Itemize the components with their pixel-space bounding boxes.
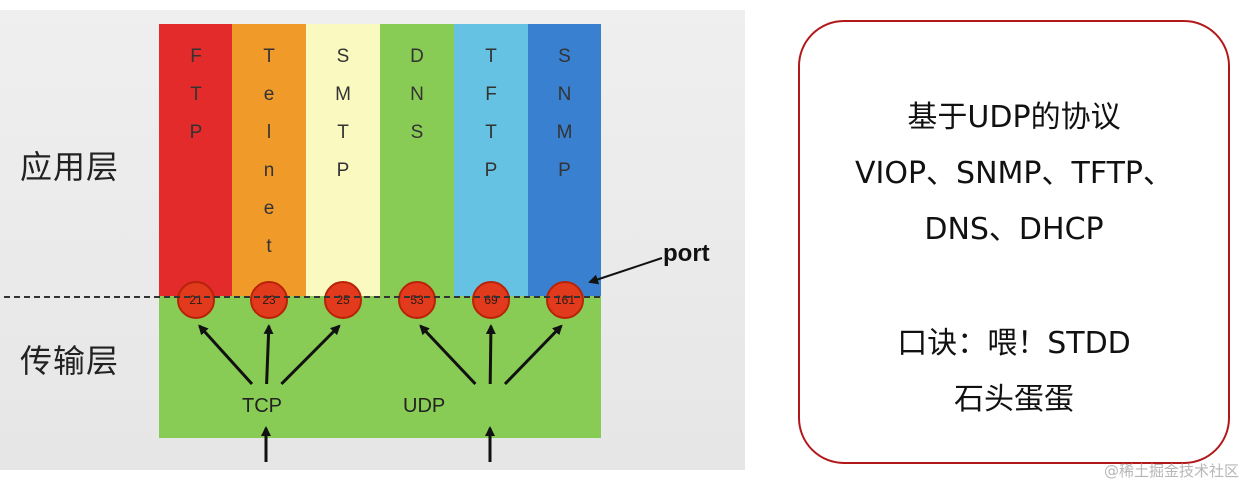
port-label: port xyxy=(663,240,710,267)
protocol-letter: T xyxy=(263,46,275,67)
info-line-1: 基于UDP的协议 xyxy=(907,100,1121,135)
protocol-letter: T xyxy=(485,122,497,143)
arrows xyxy=(198,257,663,462)
protocol-letter: N xyxy=(410,84,424,105)
protocol-letter: P xyxy=(484,160,498,181)
tcp-arrow xyxy=(280,324,341,386)
port-pointer-arrow xyxy=(588,257,663,285)
protocol-letter: P xyxy=(558,160,571,181)
protocol-letter: T xyxy=(337,122,349,143)
protocol-letter: S xyxy=(558,46,571,67)
port-circle-21: 21 xyxy=(177,281,215,319)
protocol-letter: F xyxy=(190,46,202,67)
protocol-letter: T xyxy=(190,84,202,105)
protocol-letter: M xyxy=(556,122,573,143)
info-line-3: DNS、DHCP xyxy=(924,212,1104,247)
udp-arrow xyxy=(503,324,563,386)
info-line-4: 口诀：喂！STDD xyxy=(897,326,1131,361)
udp-info-box: 基于UDP的协议 VIOP、SNMP、TFTP、 DNS、DHCP 口诀：喂！S… xyxy=(798,20,1230,464)
tcp-label: TCP xyxy=(242,395,282,417)
application-layer-label: 应用层 xyxy=(20,148,120,186)
protocol-letter: P xyxy=(189,122,203,143)
protocol-letter: P xyxy=(336,160,350,181)
protocol-letter: M xyxy=(335,84,351,105)
udp-arrow xyxy=(419,324,477,386)
credit-text: @稀土掘金技术社区 xyxy=(1103,462,1239,480)
tcp-arrow xyxy=(263,324,274,385)
info-line-5: 石头蛋蛋 xyxy=(954,382,1074,417)
protocol-letter: e xyxy=(263,198,275,219)
protocol-letter: D xyxy=(410,46,424,67)
protocol-letter: t xyxy=(266,236,272,257)
tcp-arrow xyxy=(198,324,254,386)
transport-layer-label: 传输层 xyxy=(20,342,120,380)
protocol-letter: e xyxy=(263,84,275,105)
protocol-letter: l xyxy=(266,122,272,143)
info-line-2: VIOP、SNMP、TFTP、 xyxy=(854,156,1173,191)
udp-label: UDP xyxy=(403,395,446,417)
protocol-letter: n xyxy=(263,160,275,181)
protocol-letter: F xyxy=(485,84,497,105)
protocol-letter: S xyxy=(410,122,424,143)
layer-divider xyxy=(4,296,600,298)
udp-arrow xyxy=(485,324,496,385)
transport-layer-box xyxy=(159,296,601,438)
port-circle-69: 69 xyxy=(472,281,510,319)
protocol-letter: S xyxy=(336,46,350,67)
protocol-letter: T xyxy=(485,46,497,67)
protocol-letter: N xyxy=(557,84,572,105)
